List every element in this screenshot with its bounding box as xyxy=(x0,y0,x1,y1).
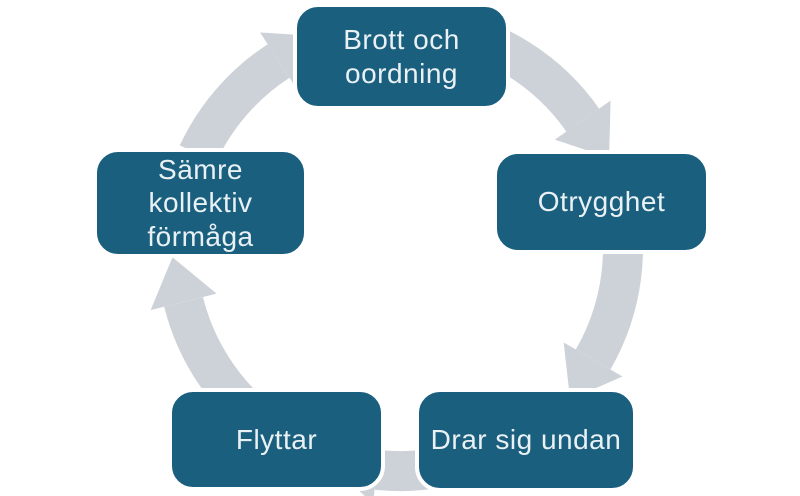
node-label-brott-och-oordning: Brott och oordning xyxy=(343,24,460,89)
node-label-flyttar: Flyttar xyxy=(235,423,318,455)
node-otrygghet: Otrygghet xyxy=(493,150,710,254)
node-label-drar-sig-undan: Drar sig undan xyxy=(430,424,622,456)
node-label-otrygghet: Otrygghet xyxy=(537,186,666,218)
node-flyttar: Flyttar xyxy=(168,388,385,491)
node-brott-och-oordning: Brott och oordning xyxy=(293,3,510,110)
arrow-head-to-right-node xyxy=(554,100,611,158)
node-samre-kollektiv-formaga: Sämre kollektiv förmåga xyxy=(93,148,308,258)
node-drar-sig-undan: Drar sig undan xyxy=(415,388,637,492)
arrow-shaft-left-to-top xyxy=(179,44,290,163)
arrow-shaft-right-to-bottom-right xyxy=(575,235,643,370)
arrow-head-to-left-node xyxy=(150,257,217,311)
arrow-head-to-bottom-right-node xyxy=(563,342,623,400)
node-label-samre-kollektiv-formaga: Sämre kollektiv förmåga xyxy=(147,154,254,252)
